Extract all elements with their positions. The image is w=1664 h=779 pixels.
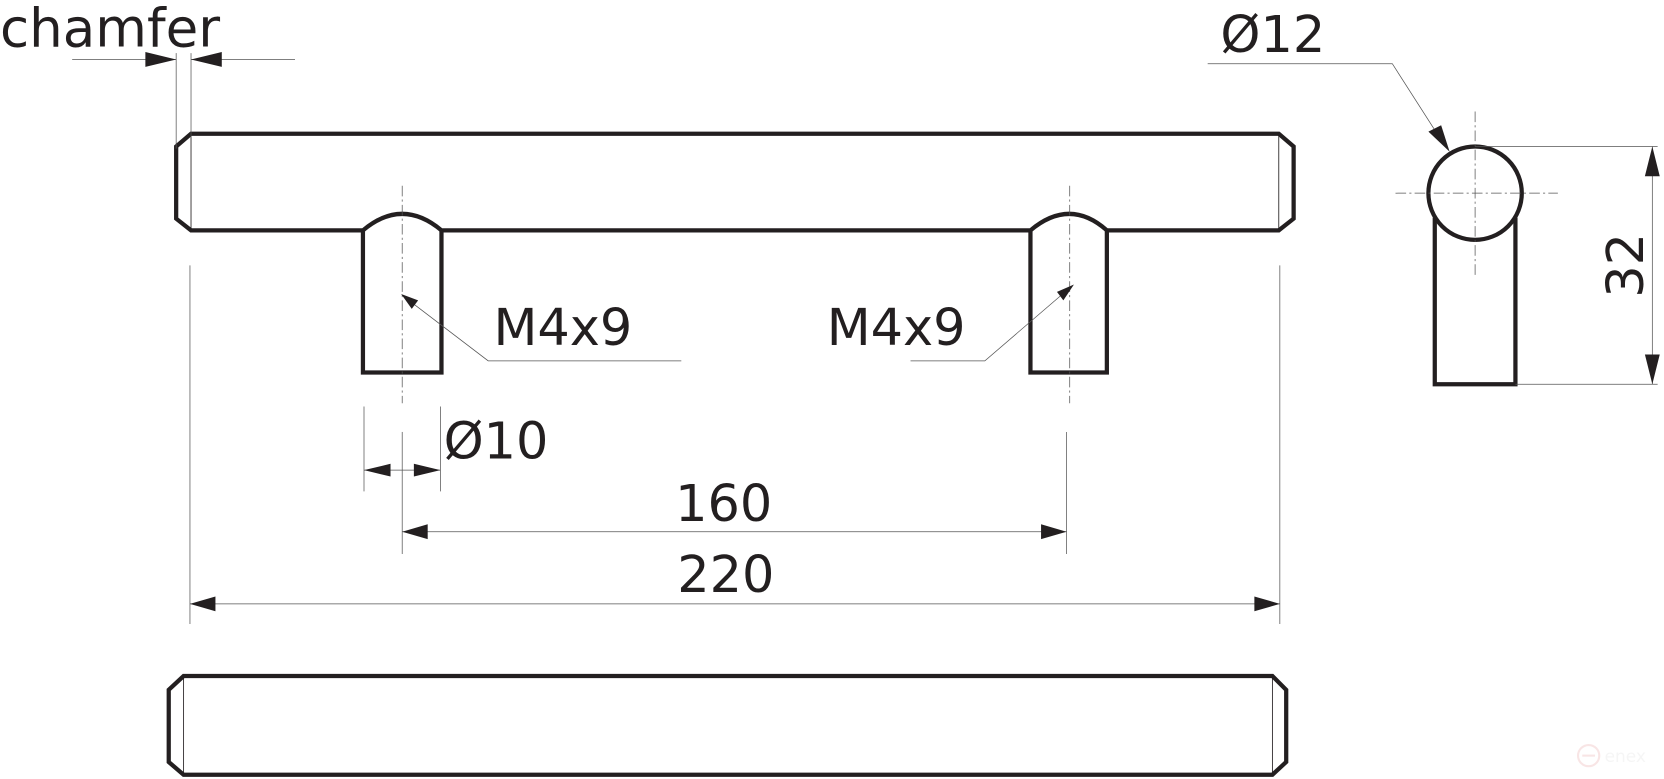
front-view-outline bbox=[174, 131, 1296, 233]
svg-text:enex: enex bbox=[1605, 747, 1646, 767]
arrow-icon bbox=[145, 52, 177, 67]
arrow-icon bbox=[1041, 524, 1067, 540]
arrow-icon bbox=[1644, 146, 1660, 177]
height-label: 32 bbox=[1597, 233, 1656, 298]
arrow-icon bbox=[191, 52, 222, 67]
arrow-icon bbox=[413, 463, 441, 477]
arrow-icon bbox=[1254, 596, 1280, 612]
overall-length-label: 220 bbox=[677, 546, 774, 605]
chamfer-label: chamfer bbox=[0, 0, 220, 60]
bar-diameter-label: Ø12 bbox=[1220, 6, 1325, 65]
leg-diameter-label: Ø10 bbox=[444, 412, 549, 471]
hole-spacing-label: 160 bbox=[675, 475, 772, 534]
thread-right-label: M4x9 bbox=[827, 299, 966, 358]
arrow-icon bbox=[1644, 354, 1660, 385]
enex-logo: enex bbox=[1576, 743, 1646, 768]
leg-right bbox=[1028, 230, 1109, 375]
thread-left-label: M4x9 bbox=[493, 299, 632, 358]
arrow-icon bbox=[1428, 125, 1450, 152]
side-view-leg bbox=[1432, 217, 1518, 387]
arrow-icon bbox=[364, 463, 391, 477]
top-view-outline bbox=[166, 673, 1289, 777]
arrow-icon bbox=[1056, 284, 1074, 301]
arrow-icon bbox=[402, 524, 428, 540]
arrow-icon bbox=[401, 293, 419, 309]
arrow-icon bbox=[189, 596, 216, 612]
